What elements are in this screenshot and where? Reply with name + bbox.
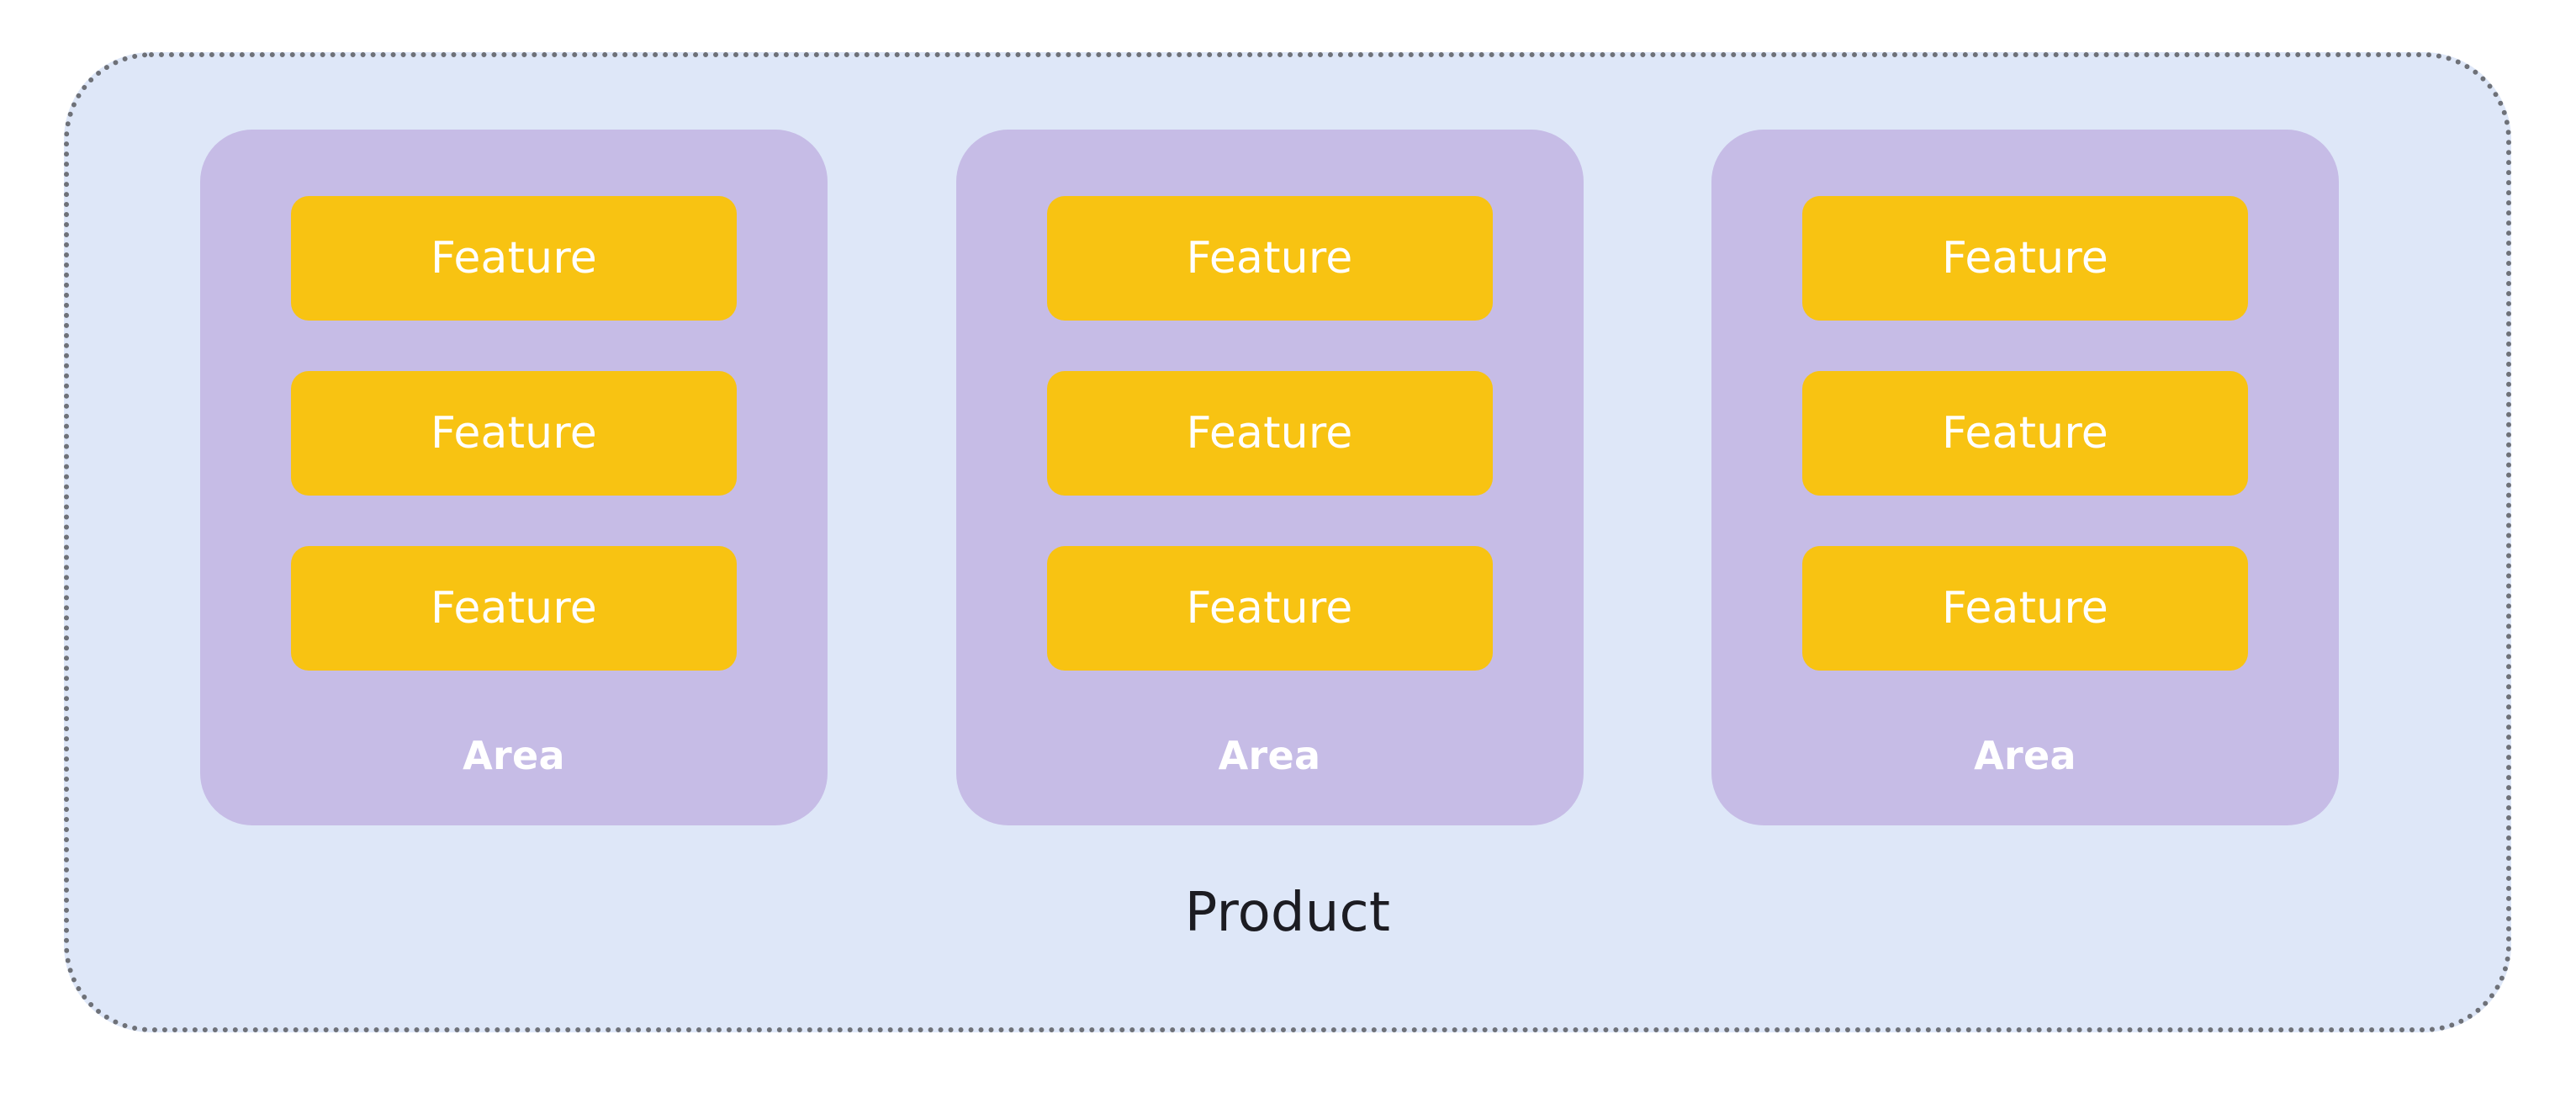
feature-label: Feature: [431, 233, 597, 284]
feature-chip[interactable]: Feature: [291, 546, 737, 671]
area-label: Area: [1974, 733, 2076, 778]
feature-label: Feature: [1186, 583, 1353, 634]
feature-chip[interactable]: Feature: [291, 196, 737, 321]
feature-chip[interactable]: Feature: [1046, 546, 1493, 671]
area-card[interactable]: Feature Feature Feature Area: [1711, 130, 2339, 825]
feature-label: Feature: [1942, 408, 2108, 459]
product-label: Product: [1184, 882, 1391, 944]
feature-label: Feature: [1186, 408, 1353, 459]
feature-chip[interactable]: Feature: [1802, 371, 2248, 496]
area-label: Area: [1218, 733, 1321, 778]
feature-label: Feature: [1186, 233, 1353, 284]
feature-label: Feature: [1942, 233, 2108, 284]
feature-chip[interactable]: Feature: [1046, 196, 1493, 321]
feature-label: Feature: [431, 408, 597, 459]
feature-chip[interactable]: Feature: [1802, 196, 2248, 321]
feature-label: Feature: [1942, 583, 2108, 634]
area-label: Area: [463, 733, 565, 778]
feature-chip[interactable]: Feature: [291, 371, 737, 496]
area-card[interactable]: Feature Feature Feature Area: [955, 130, 1584, 825]
areas-row: Feature Feature Feature Area Feature Fea…: [200, 130, 2339, 825]
area-card[interactable]: Feature Feature Feature Area: [200, 130, 828, 825]
feature-chip[interactable]: Feature: [1046, 371, 1493, 496]
feature-chip[interactable]: Feature: [1802, 546, 2248, 671]
feature-label: Feature: [431, 583, 597, 634]
product-container[interactable]: Feature Feature Feature Area Feature Fea…: [64, 52, 2511, 1032]
